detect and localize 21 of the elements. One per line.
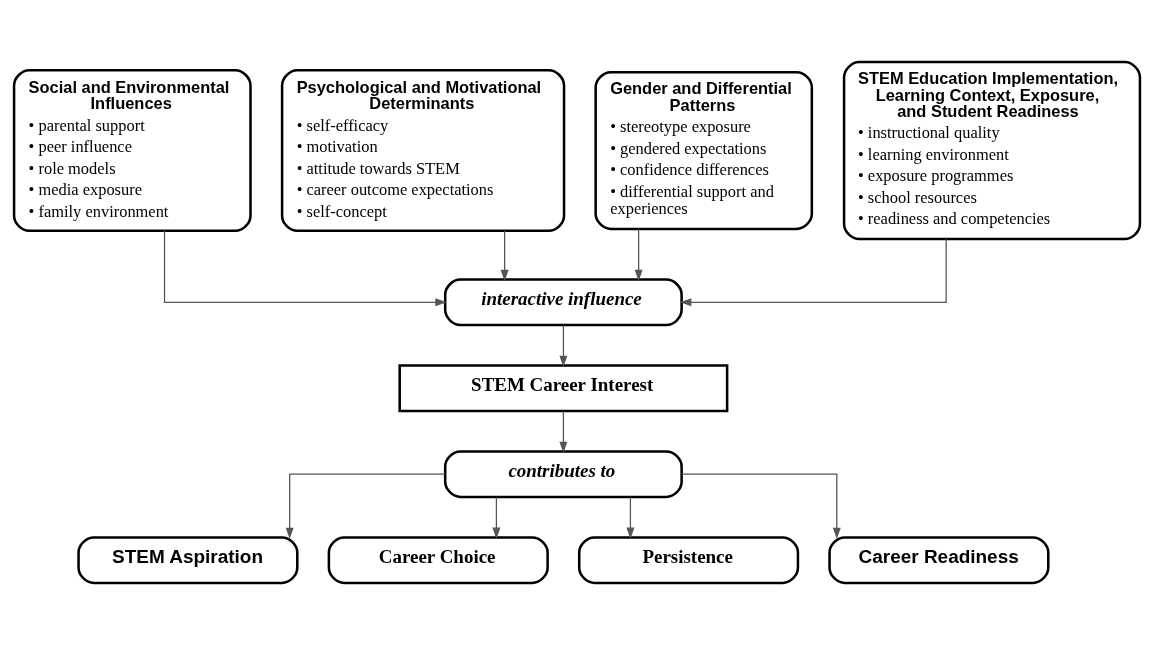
node-box: STEM Education Implementation, Learning Context, Exposure, and Student Readiness • instructional quality • learning environment • exposure programmes • school resources • readiness and competencies <box>842 60 1142 241</box>
node-box: STEM Aspiration <box>77 536 299 585</box>
arrow <box>500 230 509 282</box>
arrow <box>492 496 501 539</box>
node-box: Career Readiness <box>828 536 1050 585</box>
node-box: Career Choice <box>327 536 549 585</box>
arrow <box>559 410 568 454</box>
node-box: Persistence <box>577 536 800 585</box>
arrow <box>285 473 446 540</box>
node-box: Psychological and Motivational Determinants • self-efficacy • motivation • attitude towards STEM • career outcome expectations • self-concept <box>280 69 566 233</box>
node-box: Gender and Differential Patterns • stereotype exposure • gendered expectations • confidence differences • differential support and experiences <box>594 70 814 231</box>
node-box: Social and Environmental Influences • parental support • peer influence • role models • media exposure • family environment <box>12 69 252 233</box>
arrow <box>626 496 635 539</box>
arrow <box>680 238 947 307</box>
node-box: STEM Career Interest <box>398 364 729 413</box>
arrow <box>163 230 447 307</box>
arrow <box>681 473 841 540</box>
arrow <box>559 324 568 368</box>
node-box: interactive influence <box>443 278 683 327</box>
node-box: contributes to <box>443 450 683 499</box>
arrow <box>634 228 643 282</box>
